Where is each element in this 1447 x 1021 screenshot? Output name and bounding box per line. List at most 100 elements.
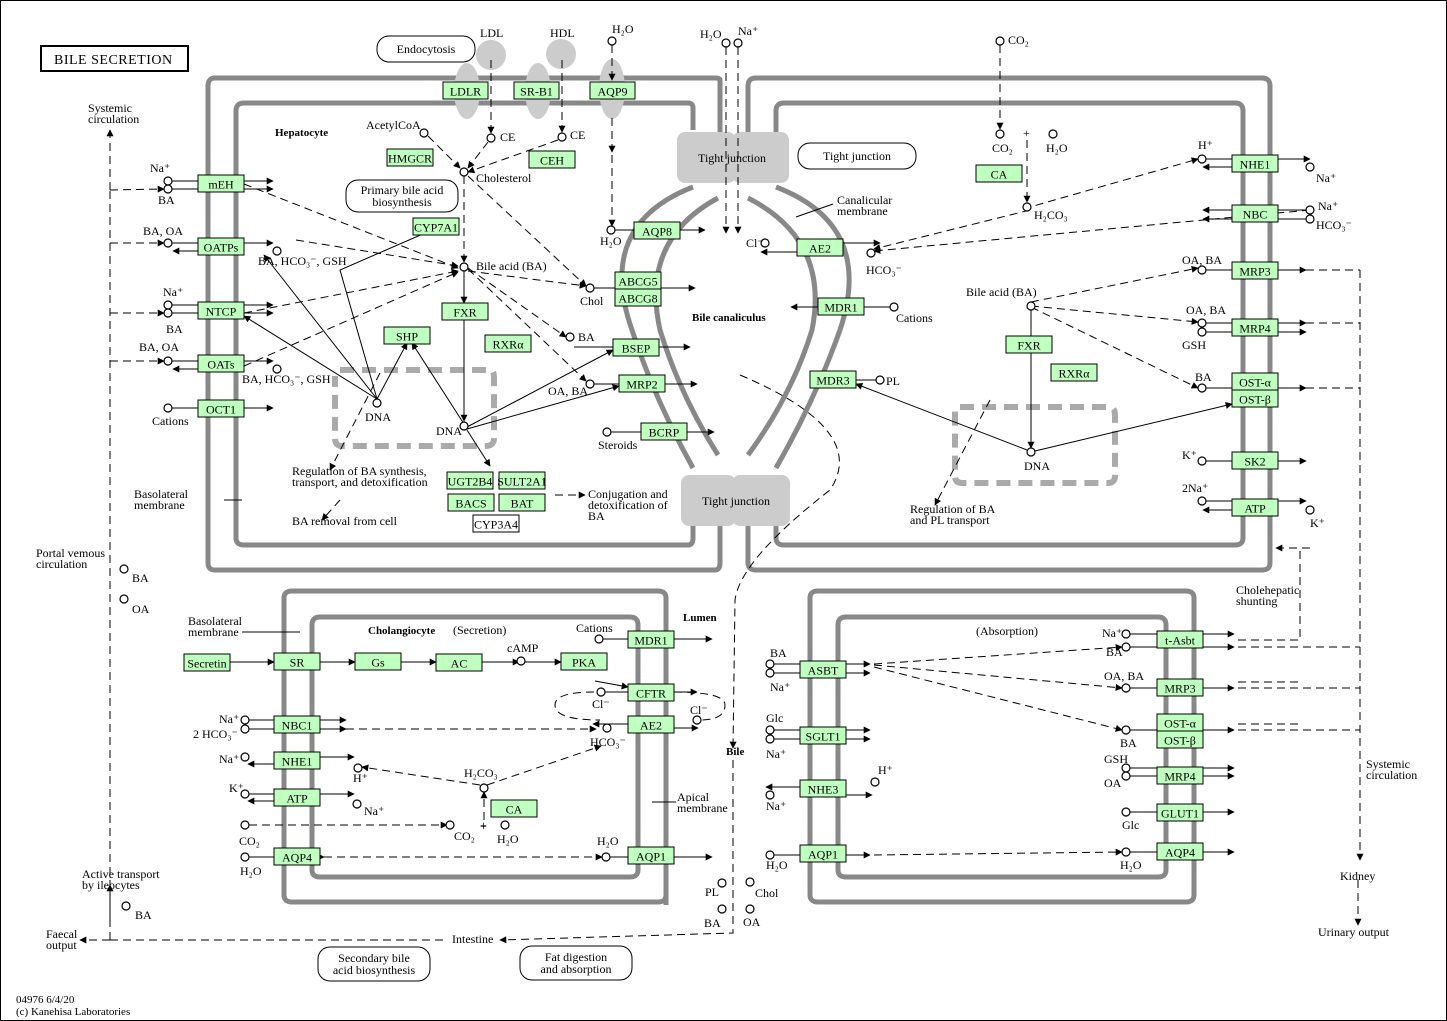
compound-node[interactable]	[765, 668, 775, 678]
gene-aqp9[interactable]: AQP9	[589, 81, 636, 100]
compound-node[interactable]	[1121, 847, 1131, 857]
gene-aqp1-c[interactable]: AQP1	[627, 846, 675, 865]
compound-node[interactable]	[1197, 265, 1207, 275]
compound-node[interactable]	[459, 167, 469, 177]
compound-node[interactable]	[1305, 205, 1315, 215]
gene-box[interactable]	[197, 174, 245, 193]
gene-sk2[interactable]: SK2	[1231, 451, 1279, 470]
gene-atp-c[interactable]: ATP	[273, 788, 321, 807]
gene-box[interactable]	[1156, 766, 1204, 785]
gene-rxra-h[interactable]: RXRα	[484, 334, 532, 353]
gene-box[interactable]	[1231, 372, 1279, 391]
compound-node[interactable]	[272, 246, 282, 256]
gene-mdr3[interactable]: MDR3	[809, 370, 857, 389]
gene-ca-c[interactable]: CA	[490, 799, 538, 818]
gene-box[interactable]	[273, 715, 321, 734]
gene-box[interactable]	[1156, 803, 1204, 822]
gene-aqp4-a[interactable]: AQP4	[1156, 842, 1204, 861]
compound-node[interactable]	[459, 262, 469, 272]
compound-node[interactable]	[240, 724, 250, 734]
compound-node[interactable]	[870, 777, 880, 787]
compound-node[interactable]	[721, 38, 731, 48]
gene-mdr1-h[interactable]: MDR1	[817, 297, 865, 316]
gene-sult2a1[interactable]: SULT2A1	[497, 471, 547, 490]
compound-node[interactable]	[1197, 383, 1207, 393]
gene-ca-h[interactable]: CA	[975, 164, 1023, 183]
gene-box[interactable]	[1231, 154, 1279, 173]
gene-box[interactable]	[1231, 451, 1279, 470]
compound-node[interactable]	[1022, 202, 1032, 212]
gene-box[interactable]	[614, 271, 662, 290]
gene-box[interactable]	[627, 683, 675, 702]
compound-node[interactable]	[1305, 505, 1315, 515]
gene-osta-a[interactable]: OST-α	[1156, 713, 1204, 732]
gene-ostb-h[interactable]: OST-β	[1231, 389, 1279, 408]
compound-node[interactable]	[372, 398, 382, 408]
compound-node[interactable]	[602, 723, 612, 733]
map-link-oval[interactable]	[519, 945, 633, 981]
gene-rxra-r[interactable]: RXRα	[1050, 363, 1098, 382]
gene-bsep[interactable]: BSEP	[612, 338, 660, 357]
gene-box[interactable]	[513, 81, 560, 100]
gene-t-asbt[interactable]: t-Asbt	[1156, 630, 1204, 649]
gene-mrp3-a[interactable]: MRP3	[1156, 678, 1204, 697]
gene-secretin[interactable]: Secretin	[183, 653, 231, 672]
gene-box[interactable]	[383, 326, 431, 345]
compound-node[interactable]	[765, 659, 775, 669]
compound-node[interactable]	[500, 820, 510, 830]
gene-box[interactable]	[799, 660, 847, 679]
gene-box[interactable]	[612, 338, 660, 357]
compound-node[interactable]	[1197, 154, 1207, 164]
gene-bcrp[interactable]: BCRP	[640, 422, 688, 441]
gene-box[interactable]	[273, 847, 321, 866]
compound-node[interactable]	[163, 300, 173, 310]
gene-box[interactable]	[442, 81, 489, 100]
compound-node[interactable]	[1197, 456, 1207, 466]
gene-mrp3-h[interactable]: MRP3	[1231, 261, 1279, 280]
gene-box[interactable]	[1231, 498, 1279, 517]
compound-node[interactable]	[745, 904, 755, 914]
map-link-tight-junction[interactable]: Tight junction	[797, 142, 917, 170]
gene-aqp8[interactable]: AQP8	[633, 221, 681, 240]
compound-node[interactable]	[875, 375, 885, 385]
compound-node[interactable]	[240, 752, 250, 762]
compound-node[interactable]	[1305, 162, 1315, 172]
compound-node[interactable]	[765, 725, 775, 735]
gene-box[interactable]	[354, 652, 402, 671]
gene-ae2-c[interactable]: AE2	[627, 715, 675, 734]
gene-oats[interactable]: OATs	[197, 354, 245, 373]
gene-asbt[interactable]: ASBT	[799, 660, 847, 679]
compound-node[interactable]	[163, 403, 173, 413]
gene-box[interactable]	[447, 493, 495, 512]
compound-node[interactable]	[459, 421, 469, 431]
gene-nbc1[interactable]: NBC1	[273, 715, 321, 734]
gene-pka[interactable]: PKA	[560, 652, 608, 671]
map-link-oval[interactable]	[376, 35, 476, 63]
compound-node[interactable]	[119, 564, 129, 574]
gene-glut1[interactable]: GLUT1	[1156, 803, 1204, 822]
compound-node[interactable]	[1121, 683, 1131, 693]
gene-atp-h[interactable]: ATP	[1231, 498, 1279, 517]
gene-hmgcr[interactable]: HMGCR	[386, 148, 434, 167]
gene-box[interactable]	[1156, 678, 1204, 697]
compound-node[interactable]	[1197, 318, 1207, 328]
compound-node[interactable]	[353, 763, 363, 773]
gene-aqp1-a[interactable]: AQP1	[799, 844, 847, 863]
gene-box[interactable]	[498, 471, 546, 490]
compound-node[interactable]	[119, 594, 129, 604]
gene-box[interactable]	[197, 354, 245, 373]
compound-node[interactable]	[745, 877, 755, 887]
compound-node[interactable]	[1048, 129, 1058, 139]
gene-box[interactable]	[1156, 630, 1204, 649]
gene-mrp2[interactable]: MRP2	[618, 374, 666, 393]
gene-mrp4-h[interactable]: MRP4	[1231, 318, 1279, 337]
gene-box[interactable]	[799, 726, 847, 745]
compound-node[interactable]	[352, 799, 362, 809]
gene-gs[interactable]: Gs	[354, 652, 402, 671]
compound-node[interactable]	[486, 133, 496, 143]
map-link-oval[interactable]	[317, 946, 431, 982]
gene-box[interactable]	[627, 630, 675, 649]
compound-node[interactable]	[1026, 301, 1036, 311]
